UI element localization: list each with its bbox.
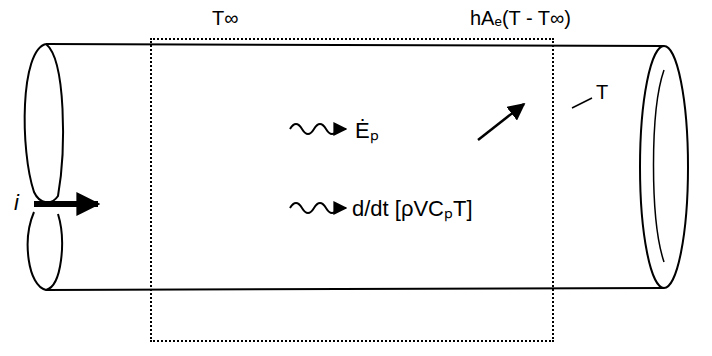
wire-bottom-edge [46, 288, 664, 290]
current-arrow [34, 201, 98, 207]
wire-left-end [25, 44, 63, 202]
current-label: i [14, 190, 19, 216]
wire-right-inner [654, 70, 665, 262]
control-volume: Ėₚ d/dt [ρVCₚT] [150, 38, 554, 342]
wire-left-end-lower [28, 212, 62, 290]
ambient-temperature: T∞ [212, 6, 238, 30]
convection-term: hAₑ(T - T∞) [470, 6, 571, 30]
wire-top-edge [46, 44, 664, 46]
storage-wave-arrow [290, 203, 346, 213]
wire-right-end [640, 46, 688, 288]
generation-term: Ėₚ [355, 118, 379, 144]
generation-wave-arrow [290, 124, 346, 134]
temperature-leader [572, 98, 592, 108]
storage-term: d/dt [ρVCₚT] [352, 196, 473, 222]
surface-temperature: T [596, 80, 608, 104]
convection-arrow [478, 104, 524, 140]
